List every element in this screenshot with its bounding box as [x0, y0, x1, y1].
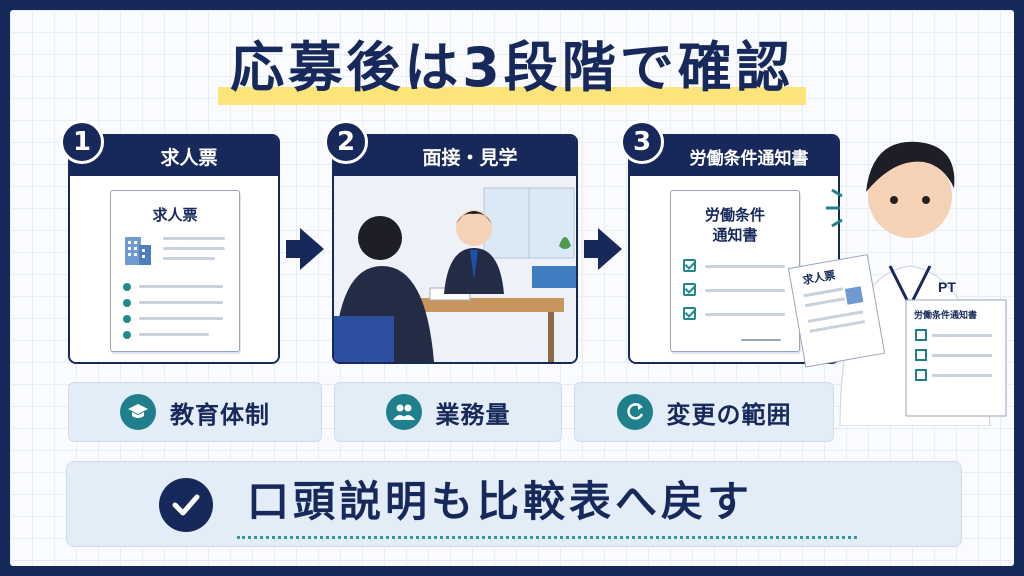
paper-labor-conditions-label: 労働条件通知書	[914, 309, 977, 321]
step-2-header: 面接・見学	[334, 136, 576, 176]
step-1-header: 求人票	[70, 136, 278, 176]
step-1-number: 1	[60, 120, 104, 164]
checkbox-icon	[683, 307, 696, 320]
arrow-right-icon	[598, 228, 622, 270]
step-3-header: 労働条件通知書	[630, 136, 838, 176]
bottom-banner: 口頭説明も比較表へ戻す	[66, 461, 962, 547]
physical-therapist-illustration: PT 求人票 労働条件通知書	[787, 141, 1007, 426]
paper-job-posting-label: 求人票	[801, 268, 836, 288]
title-area: 応募後は3段階で確認	[0, 28, 1024, 108]
labor-conditions-document: 労働条件 通知書	[670, 190, 800, 352]
graduation-cap-icon	[120, 394, 156, 430]
step-3-number: 3	[620, 120, 664, 164]
step-2-number: 2	[324, 120, 368, 164]
checkbox-icon	[683, 259, 696, 272]
point-label: 変更の範囲	[666, 400, 792, 429]
bottom-message: 口頭説明も比較表へ戻す	[247, 477, 754, 526]
interview-scene-illustration	[334, 176, 576, 362]
point-label: 教育体制	[170, 400, 270, 429]
pt-badge: PT	[938, 279, 956, 295]
point-education-system: 教育体制	[68, 382, 322, 442]
dotted-underline	[237, 536, 857, 539]
checkbox-icon	[683, 283, 696, 296]
people-icon	[385, 394, 422, 430]
arrow-1-shaft	[286, 240, 300, 258]
refresh-icon	[616, 394, 653, 430]
point-workload: 業務量	[334, 382, 562, 442]
job-posting-document: 求人票	[110, 190, 240, 352]
step-1-card: 求人票 求人票	[68, 134, 280, 364]
step-3-card: 労働条件通知書 労働条件 通知書	[628, 134, 840, 364]
checkmark-icon	[159, 478, 213, 532]
point-scope-of-change: 変更の範囲	[574, 382, 834, 442]
arrow-2-shaft	[584, 240, 598, 258]
step-2-card: 面接・見学	[332, 134, 578, 364]
labor-doc-title-line1: 労働条件	[704, 206, 765, 224]
job-posting-doc-title: 求人票	[152, 206, 198, 224]
arrow-right-icon	[300, 228, 324, 270]
labor-doc-title-line2: 通知書	[712, 226, 758, 244]
building-icon	[125, 237, 151, 265]
point-label: 業務量	[435, 400, 511, 429]
page-title: 応募後は3段階で確認	[218, 28, 806, 108]
